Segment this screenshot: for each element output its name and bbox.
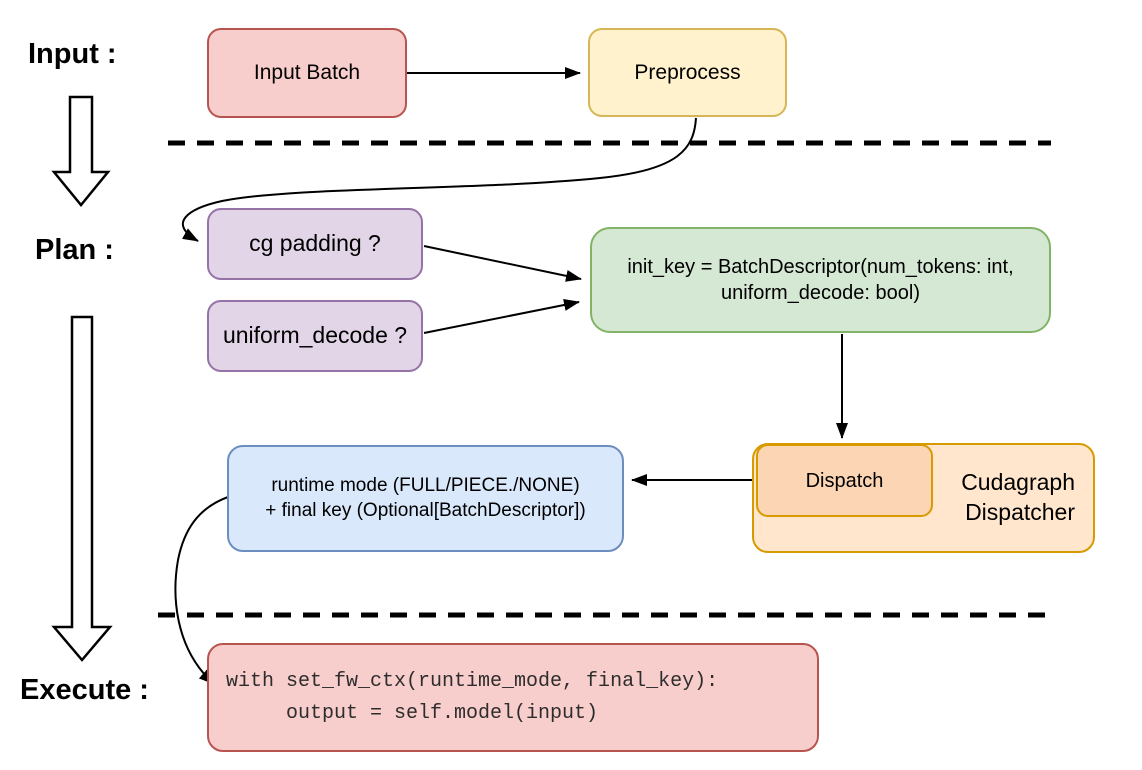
node-input-batch[interactable]: Input Batch bbox=[207, 28, 407, 118]
node-dispatch[interactable]: Dispatch bbox=[756, 444, 933, 517]
node-execute-code[interactable]: with set_fw_ctx(runtime_mode, final_key)… bbox=[207, 643, 819, 752]
stage-arrow-down-icon bbox=[51, 95, 111, 207]
node-runtime-mode-line1: runtime mode (FULL/PIECE./NONE) bbox=[271, 474, 580, 496]
node-execute-code-line2: output = self.model(input) bbox=[226, 701, 599, 725]
node-runtime-mode[interactable]: runtime mode (FULL/PIECE./NONE) + final … bbox=[227, 445, 624, 552]
node-init-key[interactable]: init_key = BatchDescriptor(num_tokens: i… bbox=[590, 227, 1051, 333]
node-init-key-line1: init_key = BatchDescriptor(num_tokens: i… bbox=[627, 256, 1014, 278]
stage-label-execute: Execute : bbox=[20, 674, 149, 706]
node-preprocess[interactable]: Preprocess bbox=[588, 28, 787, 117]
node-runtime-mode-line2: + final key (Optional[BatchDescriptor]) bbox=[265, 499, 586, 521]
stage-label-input: Input : bbox=[28, 38, 117, 70]
node-input-batch-label: Input Batch bbox=[253, 61, 361, 85]
node-init-key-line2: uniform_decode: bool) bbox=[720, 282, 920, 304]
connector-runtime-mode-to-execute bbox=[174, 496, 229, 685]
connector-cg-padding-to-init-key bbox=[423, 245, 582, 282]
node-dispatch-label: Dispatch bbox=[805, 469, 884, 492]
node-cg-padding[interactable]: cg padding ? bbox=[207, 208, 423, 280]
connector-preprocess-to-cg-padding bbox=[181, 117, 697, 242]
node-cg-padding-label: cg padding ? bbox=[249, 230, 381, 257]
node-uniform-decode[interactable]: uniform_decode ? bbox=[207, 300, 423, 372]
stage-arrow-down-long-icon bbox=[51, 315, 113, 662]
node-preprocess-label: Preprocess bbox=[634, 60, 741, 84]
node-uniform-decode-label: uniform_decode ? bbox=[222, 322, 408, 349]
connector-uniform-decode-to-init-key bbox=[423, 299, 580, 334]
node-cudagraph-dispatcher-line2: Dispatcher bbox=[965, 499, 1075, 525]
node-execute-code-line1: with set_fw_ctx(runtime_mode, final_key)… bbox=[226, 669, 719, 693]
stage-label-plan: Plan : bbox=[35, 234, 114, 266]
node-cudagraph-dispatcher-line1: Cudagraph bbox=[961, 469, 1075, 496]
